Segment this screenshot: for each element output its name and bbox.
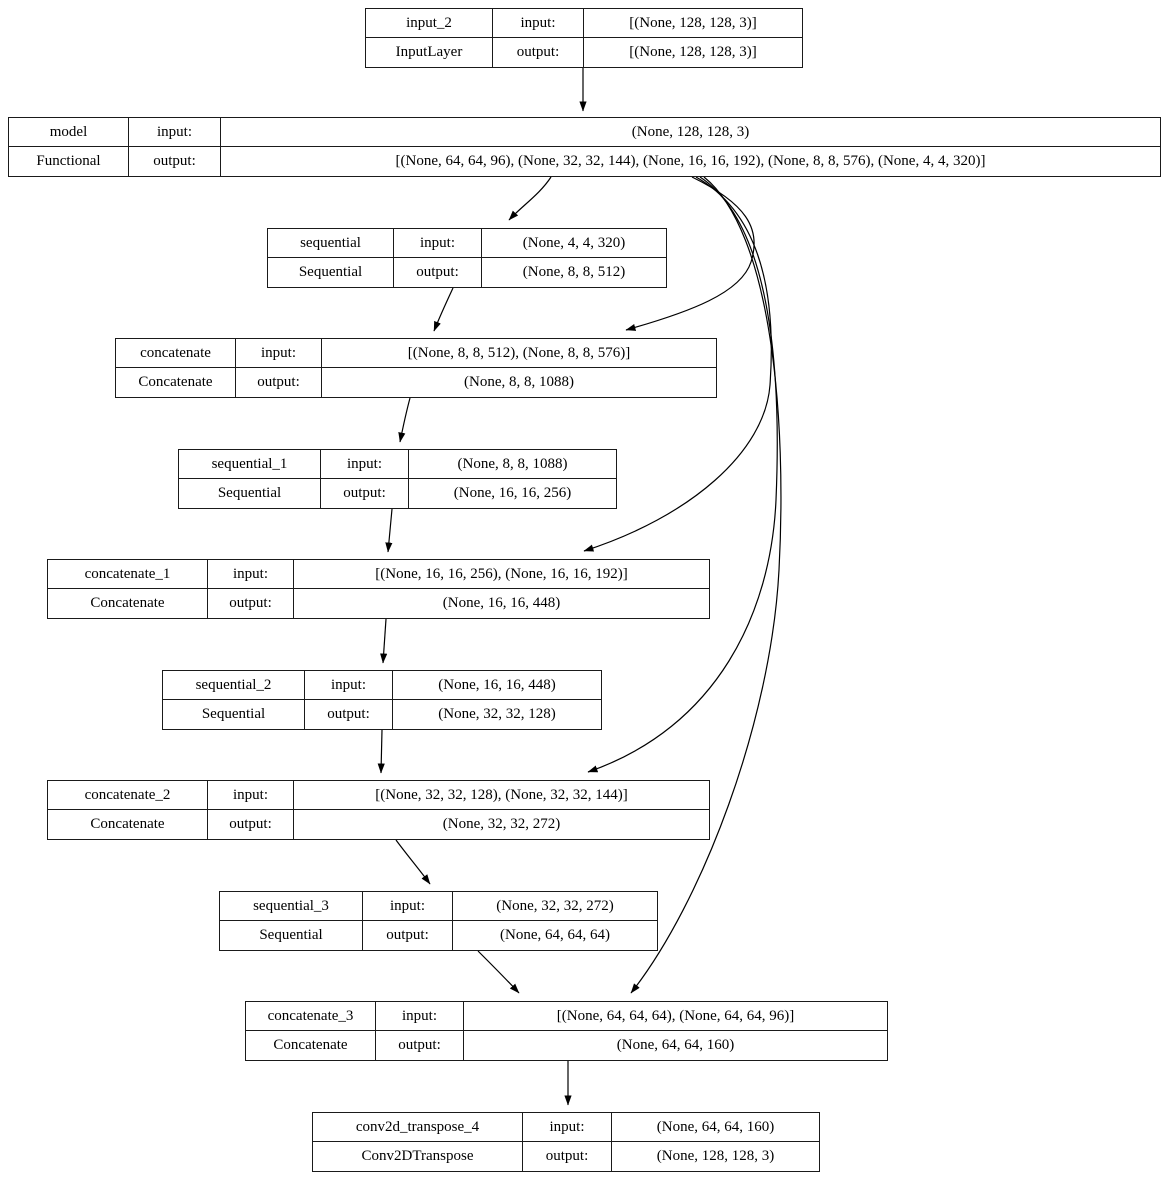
edge-sequential-3-to-concatenate-3 [477, 950, 520, 994]
output-shape: [(None, 128, 128, 3)] [629, 44, 757, 60]
node-sequential-2: sequential_2 input: (None, 16, 16, 448) … [162, 670, 602, 730]
input-shape: (None, 4, 4, 320) [482, 229, 666, 258]
layer-name: concatenate_1 [48, 560, 208, 589]
output-label: output: [236, 368, 322, 397]
edge-concatenate-1-to-sequential-2 [380, 618, 388, 664]
output-shape: (None, 8, 8, 512) [522, 264, 626, 280]
output-shape: (None, 16, 16, 256) [453, 485, 572, 501]
node-model: model input: (None, 128, 128, 3) Functio… [8, 117, 1161, 177]
node-concatenate-3: concatenate_3 input: [(None, 64, 64, 64)… [245, 1001, 888, 1061]
output-label: output: [493, 38, 584, 67]
input-label: input: [208, 781, 294, 810]
edge-concatenate-to-sequential-1 [398, 397, 411, 443]
layer-type: Concatenate [48, 589, 208, 618]
input-label: input: [321, 450, 409, 479]
output-label: output: [363, 921, 453, 950]
layer-type: Functional [9, 147, 129, 176]
node-conv2d-transpose-4: conv2d_transpose_4 input: (None, 64, 64,… [312, 1112, 820, 1172]
layer-type: Sequential [179, 479, 321, 508]
layer-type: Concatenate [116, 368, 236, 397]
layer-name: sequential [268, 229, 394, 258]
node-concatenate: concatenate input: [(None, 8, 8, 512), (… [115, 338, 717, 398]
layer-type: Conv2DTranspose [313, 1142, 523, 1171]
edge-sequential-2-to-concatenate-2 [377, 729, 385, 774]
output-shape: (None, 128, 128, 3) [656, 1148, 775, 1164]
output-label: output: [208, 810, 294, 839]
input-label: input: [208, 560, 294, 589]
output-label: output: [394, 258, 482, 287]
layer-name: concatenate_2 [48, 781, 208, 810]
layer-type: Sequential [220, 921, 363, 950]
node-input-2: input_2 input: [(None, 128, 128, 3)] Inp… [365, 8, 803, 68]
layer-name: concatenate_3 [246, 1002, 376, 1031]
output-label: output: [523, 1142, 612, 1171]
layer-name: model [9, 118, 129, 147]
layer-name: concatenate [116, 339, 236, 368]
input-shape: [(None, 64, 64, 64), (None, 64, 64, 96)] [464, 1002, 887, 1031]
output-shape: (None, 64, 64, 64) [500, 927, 610, 943]
node-sequential-1: sequential_1 input: (None, 8, 8, 1088) S… [178, 449, 617, 509]
output-label: output: [129, 147, 221, 176]
input-shape: (None, 64, 64, 160) [612, 1113, 819, 1142]
layer-name: conv2d_transpose_4 [313, 1113, 523, 1142]
input-shape: (None, 16, 16, 448) [393, 671, 601, 700]
layer-name: sequential_1 [179, 450, 321, 479]
output-shape: (None, 64, 64, 160) [616, 1037, 735, 1053]
input-label: input: [376, 1002, 464, 1031]
input-label: input: [493, 9, 584, 38]
node-sequential-3: sequential_3 input: (None, 32, 32, 272) … [219, 891, 658, 951]
layer-type: Concatenate [48, 810, 208, 839]
output-shape: (None, 16, 16, 448) [442, 595, 561, 611]
output-label: output: [321, 479, 409, 508]
input-shape: [(None, 32, 32, 128), (None, 32, 32, 144… [294, 781, 709, 810]
output-shape: (None, 8, 8, 1088) [464, 374, 574, 390]
input-label: input: [394, 229, 482, 258]
layer-name: sequential_2 [163, 671, 305, 700]
layer-type: Sequential [268, 258, 394, 287]
input-label: input: [523, 1113, 612, 1142]
layer-name: input_2 [366, 9, 493, 38]
input-shape: (None, 128, 128, 3) [221, 118, 1160, 147]
layer-type: InputLayer [366, 38, 493, 67]
input-shape: [(None, 8, 8, 512), (None, 8, 8, 576)] [322, 339, 716, 368]
edge-model-to-sequential [508, 176, 552, 221]
output-label: output: [376, 1031, 464, 1060]
output-label: output: [208, 589, 294, 618]
node-concatenate-1: concatenate_1 input: [(None, 16, 16, 256… [47, 559, 710, 619]
input-shape: [(None, 16, 16, 256), (None, 16, 16, 192… [294, 560, 709, 589]
edge-concatenate-2-to-sequential-3 [395, 839, 431, 885]
output-shape: (None, 32, 32, 272) [442, 816, 561, 832]
layer-name: sequential_3 [220, 892, 363, 921]
output-label: output: [305, 700, 393, 729]
output-shape: (None, 32, 32, 128) [438, 706, 556, 722]
input-label: input: [363, 892, 453, 921]
output-shape: [(None, 64, 64, 96), (None, 32, 32, 144)… [395, 153, 986, 169]
node-concatenate-2: concatenate_2 input: [(None, 32, 32, 128… [47, 780, 710, 840]
input-shape: (None, 32, 32, 272) [453, 892, 657, 921]
input-shape: (None, 8, 8, 1088) [409, 450, 616, 479]
node-sequential: sequential input: (None, 4, 4, 320) Sequ… [267, 228, 667, 288]
layer-type: Sequential [163, 700, 305, 729]
edge-sequential-to-concatenate [433, 287, 454, 332]
input-shape: [(None, 128, 128, 3)] [584, 9, 802, 38]
edge-sequential-1-to-concatenate-1 [385, 508, 393, 553]
layer-type: Concatenate [246, 1031, 376, 1060]
input-label: input: [236, 339, 322, 368]
input-label: input: [129, 118, 221, 147]
input-label: input: [305, 671, 393, 700]
